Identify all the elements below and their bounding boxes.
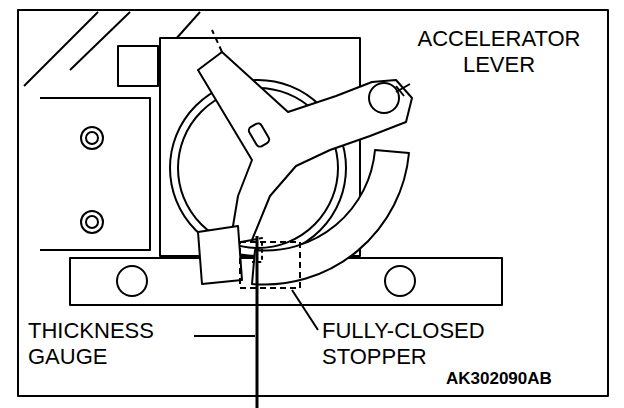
- leader-line: [292, 290, 318, 330]
- figure-code: AK302090AB: [446, 368, 602, 389]
- part-label: THICKNESS GAUGE: [28, 318, 190, 370]
- leader-line: [396, 84, 410, 92]
- part-label: ACCELERATOR LEVER: [396, 26, 602, 78]
- leader-line: [194, 335, 255, 337]
- stopper: [198, 226, 300, 288]
- frame: [18, 10, 608, 396]
- accelerator-lever: [198, 30, 412, 285]
- part-label: FULLY-CLOSED STOPPER: [322, 318, 522, 370]
- thickness-gauge: [256, 236, 259, 408]
